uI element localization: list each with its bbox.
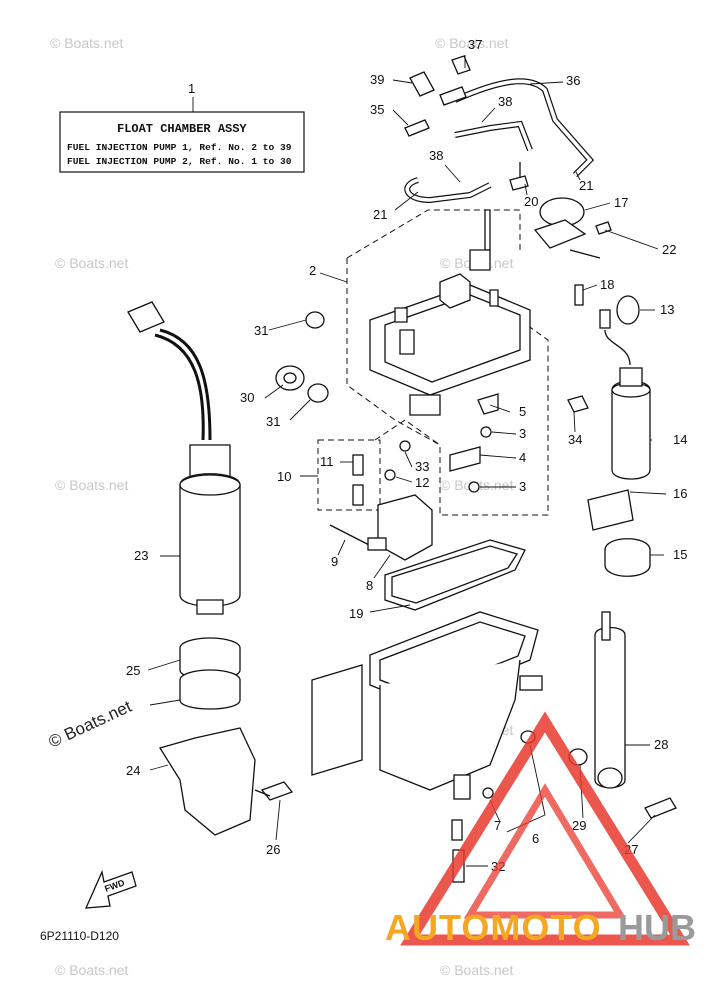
watermarks: © Boats.net © Boats.net © Boats.net © Bo… [46, 35, 514, 978]
callout-20: 20 [524, 194, 538, 209]
watermark-text-dark: © Boats.net [46, 697, 135, 752]
callout-30: 30 [240, 390, 254, 405]
diagram-code: 6P21110-D120 [40, 929, 119, 943]
callout-24: 24 [126, 763, 140, 778]
callout-21: 21 [579, 178, 593, 193]
title-box-heading: FLOAT CHAMBER ASSY [117, 122, 247, 136]
watermark-text: © Boats.net [50, 35, 123, 51]
grommets [275, 311, 329, 403]
watermark-text: © Boats.net [55, 255, 128, 271]
callout-12: 12 [415, 475, 429, 490]
callout-34: 34 [568, 432, 582, 447]
callout-numbers: 2 3 3 4 5 6 7 8 9 10 11 12 13 14 15 16 1… [126, 37, 687, 874]
callout-31: 31 [266, 414, 280, 429]
fuel-hoses [404, 55, 595, 271]
callout-29: 29 [572, 818, 586, 833]
callout-25: 25 [126, 663, 140, 678]
callout-3: 3 [519, 479, 526, 494]
callout-3: 3 [519, 426, 526, 441]
callout-17: 17 [614, 195, 628, 210]
watermark-text: © Boats.net [55, 962, 128, 978]
fuel-pump-14 [587, 295, 651, 577]
callout-28: 28 [654, 737, 668, 752]
title-box-line-1: FUEL INJECTION PUMP 1, Ref. No. 2 to 39 [67, 142, 292, 153]
callout-8: 8 [366, 578, 373, 593]
logo-triangle-icon [400, 711, 690, 946]
callout-38: 38 [429, 148, 443, 163]
callout-5: 5 [519, 404, 526, 419]
chamber-cover-assembly [369, 273, 531, 416]
callout-33: 33 [415, 459, 429, 474]
callout-11: 11 [320, 454, 334, 469]
callout-number: 1 [188, 81, 195, 96]
fuel-pump-23 [127, 301, 241, 615]
callout-2: 2 [309, 263, 316, 278]
callout-18: 18 [600, 277, 614, 292]
float-chamber-body [311, 611, 543, 800]
vapor-separator [482, 611, 677, 819]
callout-23: 23 [134, 548, 148, 563]
callout-10: 10 [277, 469, 291, 484]
callout-9: 9 [331, 554, 338, 569]
callout-39: 39 [370, 72, 384, 87]
title-box: 1 FLOAT CHAMBER ASSY FUEL INJECTION PUMP… [59, 81, 305, 173]
callout-15: 15 [673, 547, 687, 562]
pressure-regulator [533, 197, 612, 259]
callout-21: 21 [373, 207, 387, 222]
leader-lines [147, 55, 667, 867]
callout-22: 22 [662, 242, 676, 257]
callout-19: 19 [349, 606, 363, 621]
bracket [158, 727, 294, 836]
callout-26: 26 [266, 842, 280, 857]
callout-7: 7 [494, 818, 501, 833]
watermark-text: © Boats.net [55, 477, 128, 493]
callout-31: 31 [254, 323, 268, 338]
callout-4: 4 [519, 450, 526, 465]
small-hardware [352, 284, 589, 506]
callout-37: 37 [468, 37, 482, 52]
forward-arrow: FWD [84, 869, 137, 909]
watermark-text: © Boats.net [435, 35, 508, 51]
callout-36: 36 [566, 73, 580, 88]
title-box-line-2: FUEL INJECTION PUMP 2, Ref. No. 1 to 30 [67, 156, 292, 167]
callout-38: 38 [498, 94, 512, 109]
automotohub-logo: AUTOMOTO HUB [385, 711, 696, 948]
float [329, 494, 433, 561]
watermark-text: © Boats.net [440, 962, 513, 978]
callout-14: 14 [673, 432, 687, 447]
logo-text-automoto: AUTOMOTO [385, 907, 602, 948]
filter-rings [179, 637, 241, 710]
logo-text-hub: HUB [618, 907, 696, 948]
callout-6: 6 [532, 831, 539, 846]
callout-35: 35 [370, 102, 384, 117]
callout-16: 16 [673, 486, 687, 501]
gasket [384, 539, 526, 611]
callout-13: 13 [660, 302, 674, 317]
